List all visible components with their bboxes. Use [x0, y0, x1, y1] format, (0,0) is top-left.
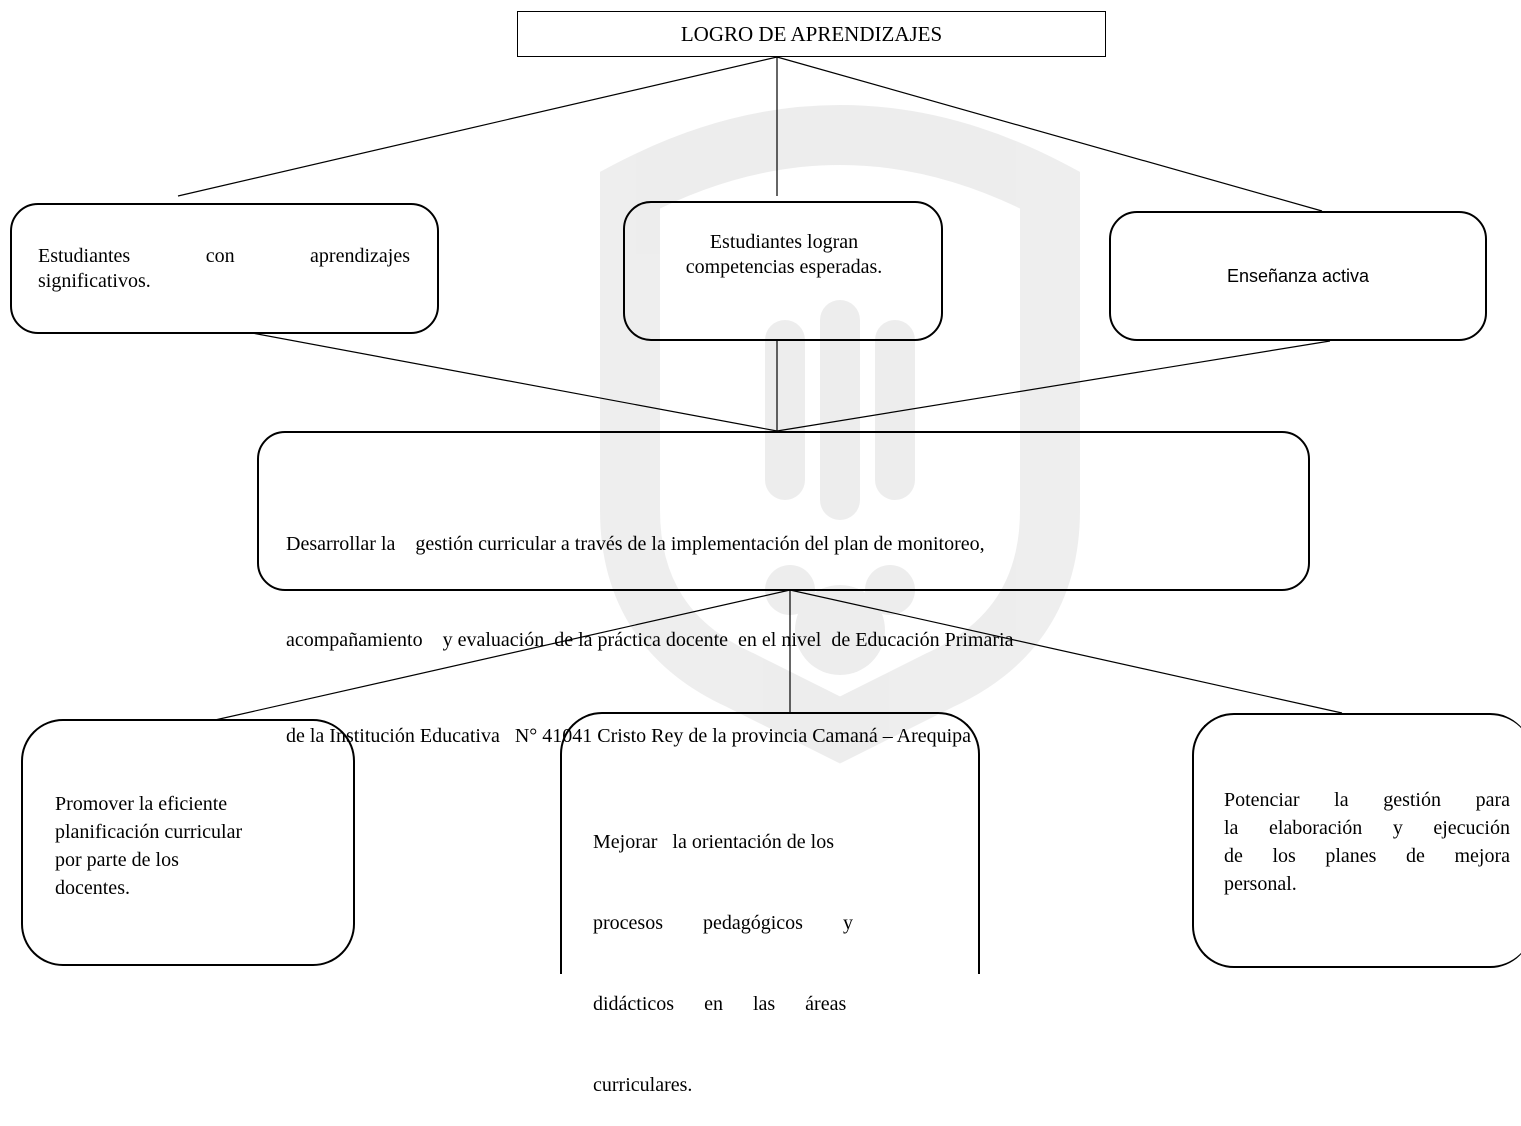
mean-text-line: didácticos en las áreas: [593, 993, 847, 1015]
mean-text-line: por parte de los: [55, 849, 179, 871]
result-text-significant-learning: Estudiantes con aprendizajes significati…: [38, 244, 410, 294]
result-box-expected-competencies: [623, 201, 943, 341]
central-text-line: acompañamiento y evaluación de la prácti…: [286, 629, 1014, 651]
connector-title-to-result-left: [177, 56, 778, 197]
diagram-title: LOGRO DE APRENDIZAJES: [680, 21, 943, 46]
mean-text-line: la elaboración y ejecución: [1224, 817, 1510, 839]
result-box-significant-learning: [10, 203, 439, 334]
mean-text-pedagogical-processes: Mejorar la orientación de los procesos p…: [593, 775, 953, 1126]
central-objective-box: [257, 431, 1310, 591]
mean-text-line: Mejorar la orientación de los: [593, 831, 835, 853]
result-text-line: competencias esperadas.: [685, 256, 883, 278]
mean-text-line: procesos pedagógicos y: [593, 912, 853, 934]
connector-title-to-result-right: [776, 56, 1323, 212]
mean-text-line: de los planes de mejora: [1224, 845, 1510, 867]
mean-box-pedagogical-processes: [560, 712, 980, 974]
mean-text-improvement-plans: Potenciar la gestión para la elaboración…: [1224, 786, 1510, 898]
central-text-line: Desarrollar la gestión curricular a trav…: [286, 533, 985, 555]
result-text-line: significativos.: [38, 270, 151, 292]
mean-text-line: curriculares.: [593, 1074, 693, 1096]
result-text-line: Estudiantes con aprendizajes: [38, 245, 410, 267]
mean-text-line: planificación curricular: [55, 821, 243, 843]
mean-text-line: Potenciar la gestión para: [1224, 789, 1510, 811]
mean-text-curricular-planning: Promover la eficiente planificación curr…: [55, 790, 315, 902]
title-box: LOGRO DE APRENDIZAJES: [517, 11, 1106, 57]
connector-central-to-mean-right: [789, 589, 1343, 714]
mean-box-curricular-planning: [21, 719, 355, 966]
mean-text-line: Promover la eficiente: [55, 793, 228, 815]
result-box-active-teaching: [1109, 211, 1487, 341]
result-text-active-teaching: Enseñanza activa: [1226, 266, 1370, 286]
mean-box-improvement-plans: [1192, 713, 1521, 968]
central-objective-text: Desarrollar la gestión curricular a trav…: [286, 464, 1286, 784]
central-text-line: de la Institución Educativa N° 41041 Cri…: [286, 725, 972, 747]
connector-result-left-to-central: [251, 332, 778, 432]
mean-text-line: docentes.: [55, 877, 130, 899]
result-text-expected-competencies: Estudiantes logran competencias esperada…: [634, 230, 934, 280]
watermark-top-text: MARCELINO: [721, 113, 959, 157]
connector-result-right-to-central: [776, 340, 1331, 432]
connector-central-to-mean-left: [214, 589, 791, 721]
mean-text-line: personal.: [1224, 873, 1297, 895]
connector-lines: [177, 56, 1343, 721]
